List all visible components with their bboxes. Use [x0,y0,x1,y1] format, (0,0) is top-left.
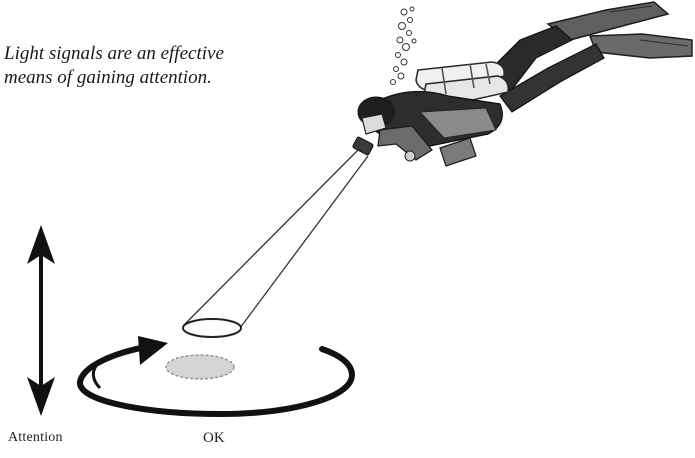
caption: Light signals are an effective means of … [2,42,302,90]
attention-label: Attention [8,430,63,446]
light-spot [166,355,234,379]
up-down-arrow-icon [27,225,55,416]
caption-line-2: means of gaining attention. [2,66,302,90]
light-ring [183,319,241,337]
ok-label: OK [203,430,225,447]
bubbles [391,7,417,85]
light-beam [183,150,368,337]
caption-line-1: Light signals are an effective [2,42,302,66]
scuba-diver-illustration [352,2,692,166]
